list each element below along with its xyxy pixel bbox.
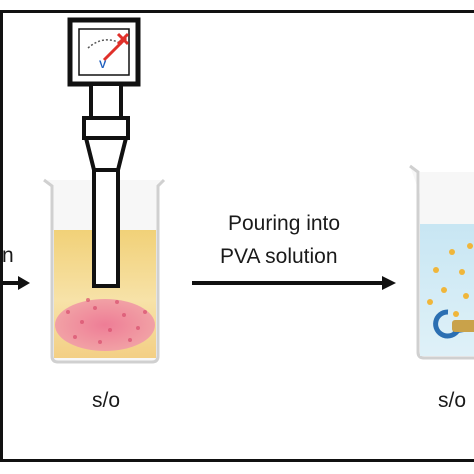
sonicator	[67, 17, 141, 288]
middle-arrow	[192, 276, 396, 290]
stirrer-icon	[433, 309, 461, 339]
left-edge-text: n	[2, 244, 14, 267]
droplets	[427, 243, 473, 317]
right-beaker-label: s/o	[438, 389, 467, 412]
pink-particles	[66, 298, 147, 344]
frame-top	[0, 10, 474, 13]
right-beaker	[409, 164, 474, 360]
frame-bottom	[0, 459, 474, 462]
left-beaker-label: s/o	[92, 389, 121, 412]
meter-symbol: V	[99, 59, 107, 71]
arrow-caption-line1: Pouring into	[228, 212, 341, 235]
probe-tip	[92, 168, 120, 288]
arrow-caption-line2: PVA solution	[220, 245, 338, 268]
left-arrow	[0, 276, 30, 290]
pink-particle-cloud	[55, 299, 155, 351]
frame-left	[0, 10, 3, 462]
